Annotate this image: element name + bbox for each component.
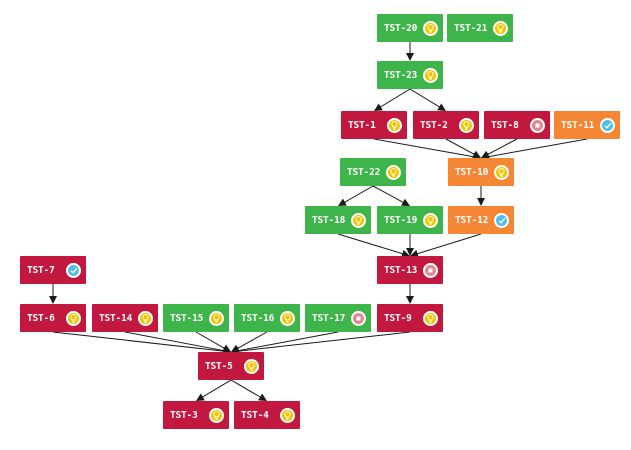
lightbulb-icon [423,20,438,36]
lightbulb-icon [280,407,295,423]
lightbulb-icon [493,20,508,36]
edge-tst-8-to-tst-10 [481,138,518,159]
node-tst-15[interactable]: TST-15 [163,304,229,332]
edge-tst-22-to-tst-18 [338,185,374,206]
lightbulb-icon [423,67,438,83]
node-label: TST-20 [384,22,418,34]
node-label: TST-8 [491,119,519,131]
node-tst-12[interactable]: TST-12 [448,206,514,234]
check-icon [494,212,509,228]
node-tst-7[interactable]: TST-7 [20,256,86,284]
lightbulb-icon [280,310,295,326]
node-tst-1[interactable]: TST-1 [341,111,407,139]
node-label: TST-23 [384,69,418,81]
edge-tst-11-to-tst-10 [481,138,588,161]
node-label: TST-14 [99,312,133,324]
edge-tst-23-to-tst-1 [373,88,411,111]
node-tst-22[interactable]: TST-22 [340,158,406,186]
check-icon [600,117,615,133]
node-label: TST-15 [170,312,204,324]
node-tst-3[interactable]: TST-3 [163,401,229,429]
node-tst-10[interactable]: TST-10 [448,158,514,186]
node-tst-14[interactable]: TST-14 [92,304,158,332]
node-label: TST-16 [241,312,275,324]
node-label: TST-21 [454,22,488,34]
edge-tst-9-to-tst-5 [231,331,411,356]
edge-tst-5-to-tst-4 [230,379,268,401]
edge-tst-18-to-tst-13 [337,233,410,258]
node-tst-16[interactable]: TST-16 [234,304,300,332]
node-label: TST-5 [205,360,233,372]
stop-icon [351,310,366,326]
edge-tst-6-to-tst-5 [52,331,232,356]
edge-tst-5-to-tst-3 [196,379,232,401]
node-label: TST-22 [347,166,381,178]
edge-tst-1-to-tst-10 [373,138,482,161]
edge-tst-16-to-tst-5 [231,331,268,352]
node-tst-4[interactable]: TST-4 [234,401,300,429]
node-tst-9[interactable]: TST-9 [377,304,443,332]
edge-tst-23-to-tst-2 [409,88,447,111]
node-tst-13[interactable]: TST-13 [377,256,443,284]
node-label: TST-13 [384,264,418,276]
node-tst-6[interactable]: TST-6 [20,304,86,332]
node-label: TST-10 [455,166,489,178]
check-icon [66,262,81,278]
lightbulb-icon [387,117,402,133]
node-tst-19[interactable]: TST-19 [377,206,443,234]
edge-tst-2-to-tst-10 [445,138,482,158]
node-label: TST-19 [384,214,418,226]
node-tst-20[interactable]: TST-20 [377,14,443,42]
node-label: TST-1 [348,119,376,131]
node-tst-17[interactable]: TST-17 [305,304,371,332]
lightbulb-icon [138,310,153,326]
node-label: TST-17 [312,312,346,324]
node-label: TST-3 [170,409,198,421]
node-label: TST-7 [27,264,55,276]
lightbulb-icon [351,212,366,228]
node-tst-23[interactable]: TST-23 [377,61,443,89]
lightbulb-icon [209,407,224,423]
lightbulb-icon [459,117,474,133]
lightbulb-icon [423,212,438,228]
stop-icon [530,117,545,133]
node-tst-5[interactable]: TST-5 [198,352,264,380]
node-label: TST-2 [420,119,448,131]
edge-tst-12-to-tst-13 [410,233,482,258]
node-label: TST-9 [384,312,412,324]
lightbulb-icon [66,310,81,326]
lightbulb-icon [244,358,259,374]
node-label: TST-12 [455,214,489,226]
edge-tst-17-to-tst-5 [230,331,339,355]
node-label: TST-6 [27,312,55,324]
node-tst-18[interactable]: TST-18 [305,206,371,234]
edge-tst-15-to-tst-5 [195,331,232,353]
node-label: TST-4 [241,409,269,421]
lightbulb-icon [386,164,401,180]
stop-icon [423,262,438,278]
node-label: TST-18 [312,214,346,226]
node-tst-21[interactable]: TST-21 [447,14,513,42]
edge-tst-14-to-tst-5 [124,331,231,355]
node-tst-11[interactable]: TST-11 [554,111,620,139]
edge-tst-22-to-tst-19 [372,185,411,207]
node-label: TST-11 [561,119,595,131]
node-tst-2[interactable]: TST-2 [413,111,479,139]
node-tst-8[interactable]: TST-8 [484,111,550,139]
lightbulb-icon [423,310,438,326]
lightbulb-icon [209,310,224,326]
lightbulb-icon [494,164,509,180]
